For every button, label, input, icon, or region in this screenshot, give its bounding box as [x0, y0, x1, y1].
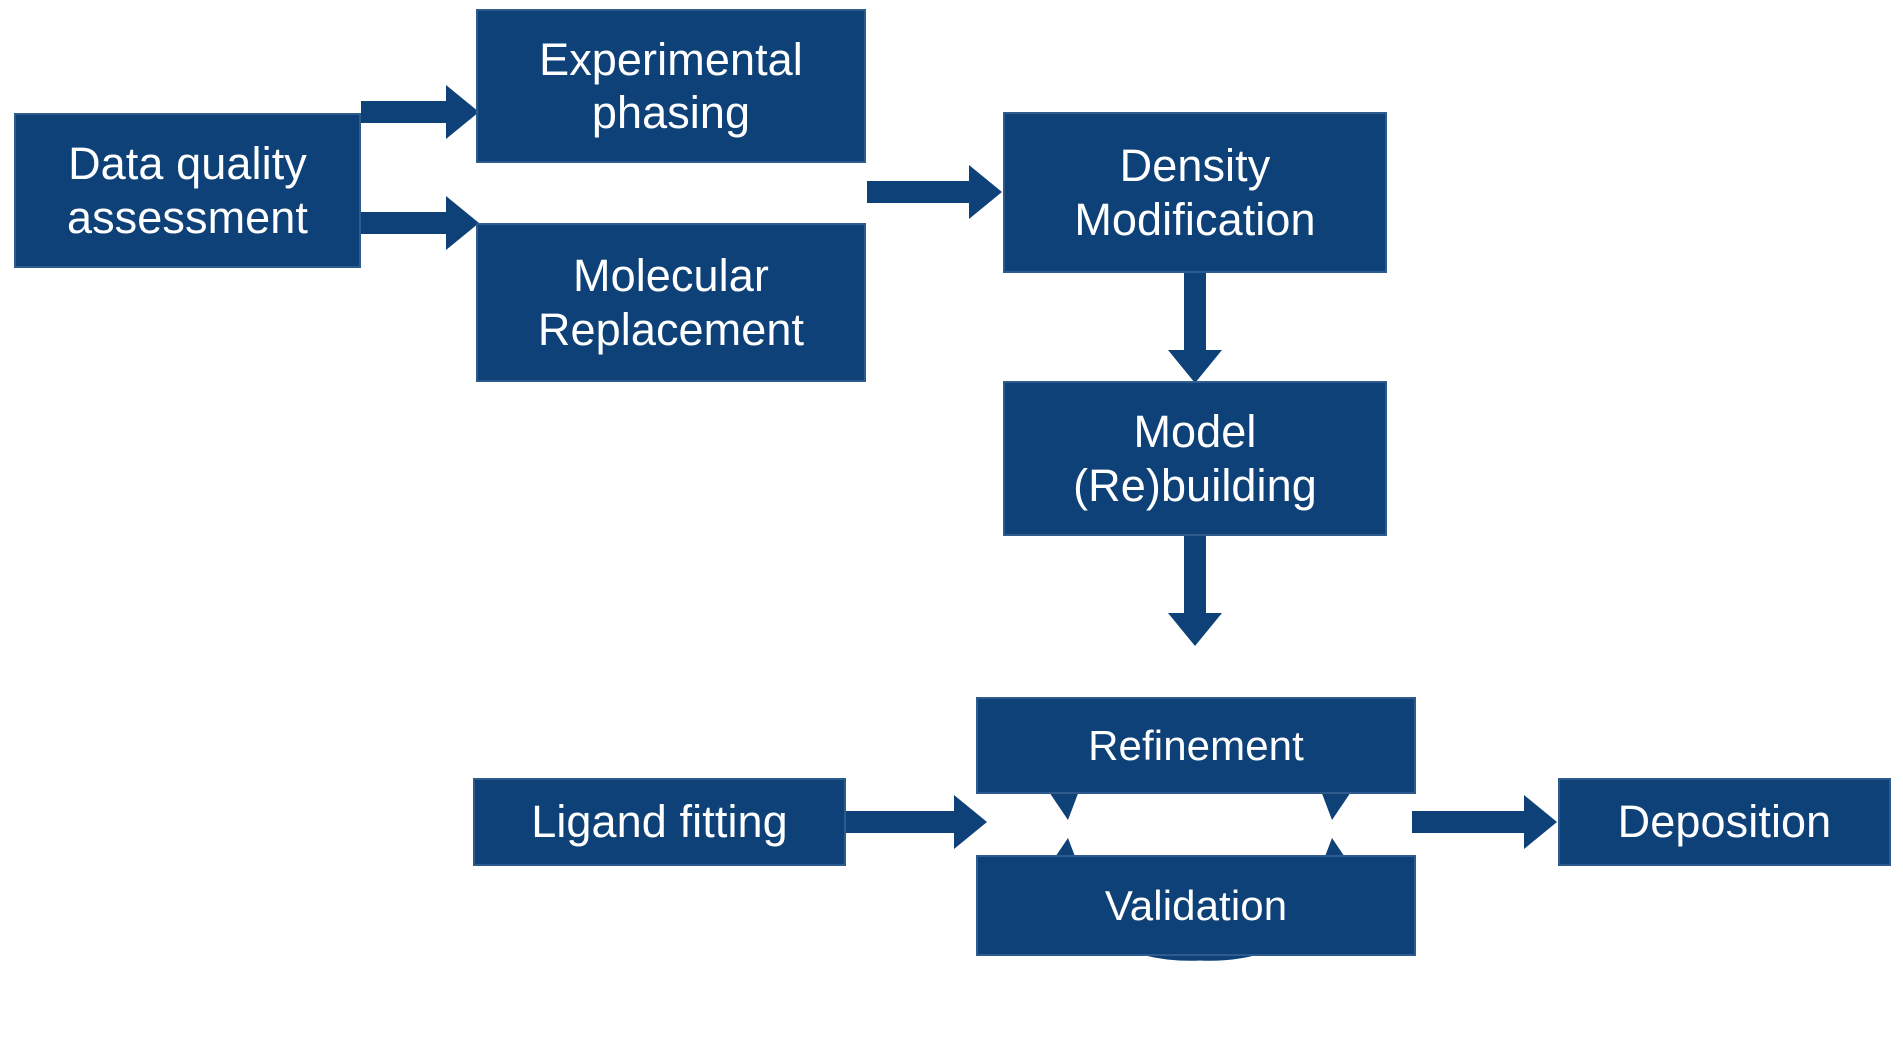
arrow-shaft: [867, 181, 972, 203]
arrow-head: [954, 795, 987, 849]
arrow-head: [446, 85, 479, 139]
node-refinement[interactable]: Refinement: [976, 697, 1416, 794]
node-data-quality-assessment[interactable]: Data quality assessment: [14, 113, 361, 268]
node-validation[interactable]: Validation: [976, 855, 1416, 956]
arrow-model-rebuilding-to-cycle: [1168, 534, 1222, 648]
node-ligand-fitting[interactable]: Ligand fitting: [473, 778, 846, 866]
arrow-head: [1168, 350, 1222, 383]
arrow-ligand-fitting-to-cycle: [846, 795, 991, 849]
arrow-shaft: [1184, 534, 1206, 616]
node-molecular-replacement[interactable]: Molecular Replacement: [476, 223, 866, 382]
arrow-head: [446, 196, 479, 250]
node-density-modification[interactable]: Density Modification: [1003, 112, 1387, 273]
arrow-phasing-to-density-modification: [867, 165, 1007, 219]
arrow-data-quality-to-experimental-phasing: [361, 85, 479, 139]
arrow-shaft: [1184, 271, 1206, 353]
arrow-head: [1168, 613, 1222, 646]
arrow-head: [969, 165, 1002, 219]
refinement-validation-cycle-arrows: [1022, 697, 1378, 961]
arrow-density-modification-to-model-rebuilding: [1168, 271, 1222, 385]
arrow-shaft: [361, 212, 449, 234]
arrow-shaft: [1412, 811, 1527, 833]
arrow-data-quality-to-molecular-replacement: [361, 196, 479, 250]
arrow-shaft: [361, 101, 449, 123]
node-model-rebuilding[interactable]: Model (Re)building: [1003, 381, 1387, 536]
arrow-shaft: [846, 811, 958, 833]
arrow-cycle-to-deposition: [1412, 795, 1567, 849]
node-experimental-phasing[interactable]: Experimental phasing: [476, 9, 866, 163]
arrow-head: [1524, 795, 1557, 849]
node-deposition[interactable]: Deposition: [1558, 778, 1891, 866]
